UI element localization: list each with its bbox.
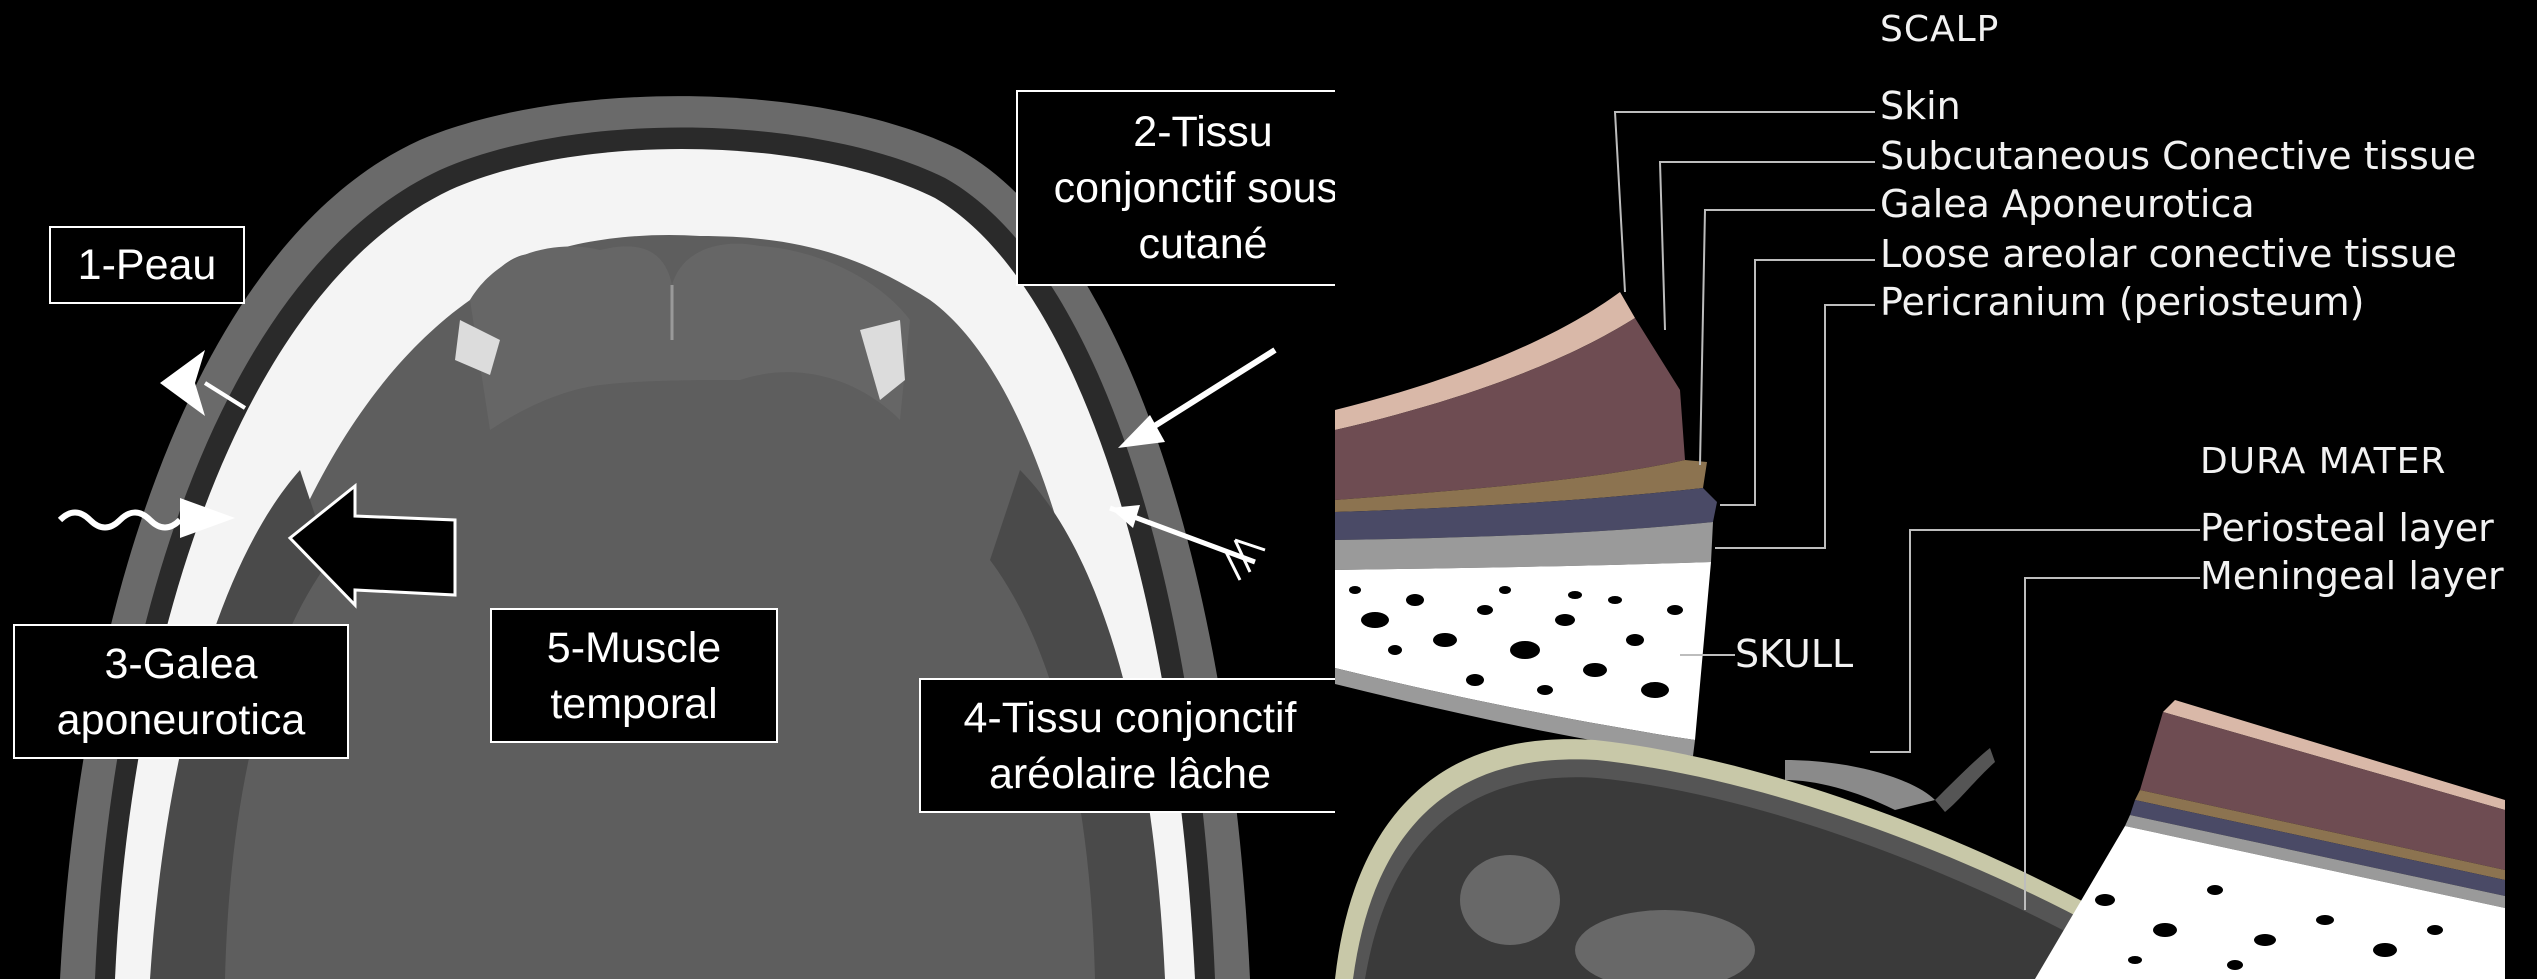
- label-galea: 3-Galea aponeurotica: [13, 624, 349, 759]
- label-skin: Skin: [1880, 84, 1961, 128]
- label-periosteal-layer: Periosteal layer: [2200, 506, 2494, 550]
- scalp-heading: SCALP: [1880, 8, 1999, 52]
- label-meningeal-layer: Meningeal layer: [2200, 554, 2504, 598]
- label-pericranium: Pericranium (periosteum): [1880, 280, 2365, 324]
- label-tissu-areolaire: 4-Tissu conjonctif aréolaire lâche: [919, 678, 1341, 813]
- label-skull: SKULL: [1735, 632, 1853, 676]
- dura-mater-heading: DURA MATER: [2200, 440, 2446, 484]
- label-galea-aponeurotica: Galea Aponeurotica: [1880, 182, 2255, 226]
- anatomy-diagram-panel: SCALP Skin Subcutaneous Conective tissue…: [1335, 0, 2537, 979]
- ct-scan-panel: 1-Peau 2-Tissu conjonctif sous- cutané 3…: [0, 0, 1335, 979]
- label-muscle-temporal: 5-Muscle temporal: [490, 608, 778, 743]
- label-tissu-sous-cutane: 2-Tissu conjonctif sous- cutané: [1016, 90, 1390, 286]
- label-peau: 1-Peau: [49, 226, 245, 304]
- label-loose-areolar: Loose areolar conective tissue: [1880, 232, 2457, 276]
- label-subcutaneous: Subcutaneous Conective tissue: [1880, 134, 2476, 178]
